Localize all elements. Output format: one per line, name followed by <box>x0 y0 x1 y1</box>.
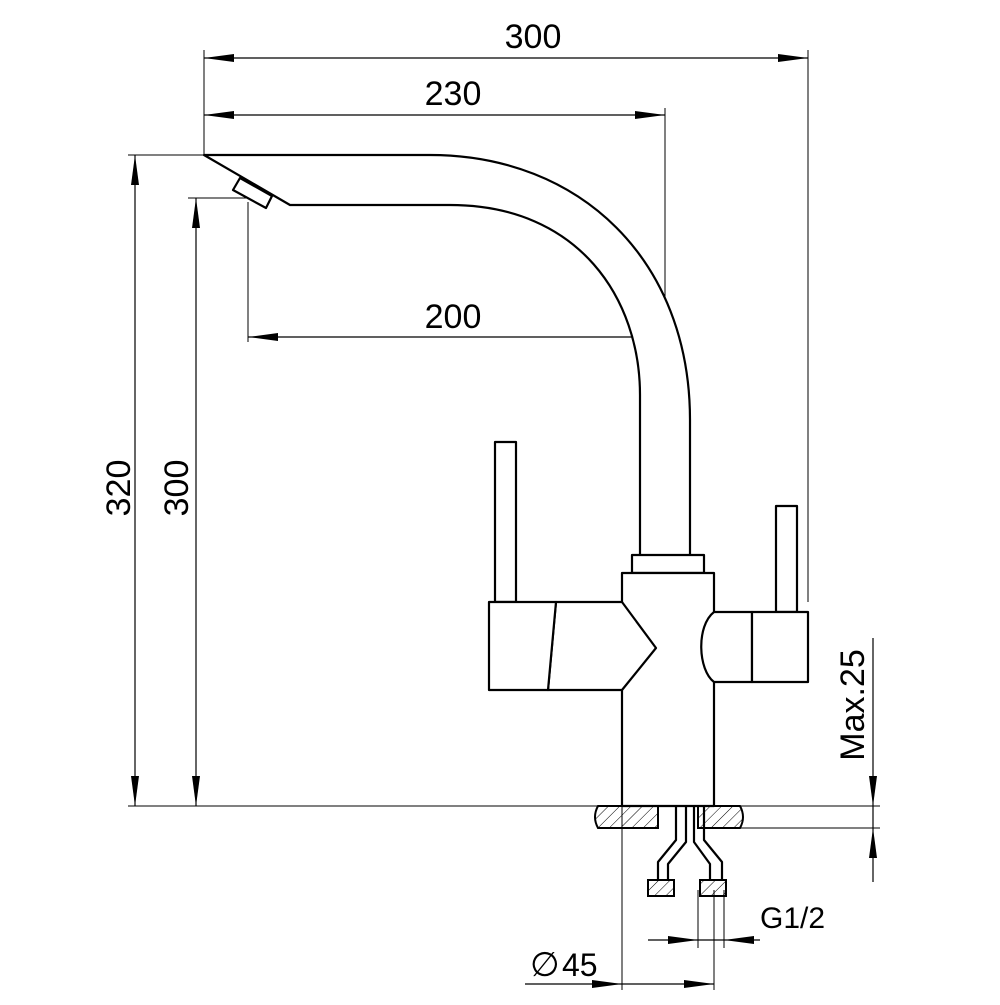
right-lever <box>774 504 799 614</box>
outlet-height-label: 300 <box>158 460 196 517</box>
dimension-outlet-reach: 200 <box>248 298 665 341</box>
supply-hoses <box>656 806 724 880</box>
spout-reach-label: 230 <box>425 75 482 113</box>
total-height-label: 320 <box>100 460 138 517</box>
right-hose-fitting <box>699 879 727 897</box>
right-knob <box>750 610 810 684</box>
dimension-base-diameter: ∅ 45 <box>525 946 714 988</box>
left-hose-fitting <box>647 879 675 897</box>
faucet <box>202 153 810 897</box>
outlet-reach-label: 200 <box>425 298 482 336</box>
dimension-outlet-height: 300 <box>158 198 200 806</box>
diameter-symbol: ∅ <box>530 946 560 984</box>
overall-width-label: 300 <box>505 18 562 56</box>
max-thickness-label: Max.25 <box>834 649 872 761</box>
base-diameter-label: 45 <box>562 947 598 983</box>
aerator <box>231 176 274 210</box>
sink-deck-left <box>594 805 659 829</box>
spout-collar <box>630 553 706 575</box>
right-arm <box>700 610 754 684</box>
dimension-thread: G1/2 <box>648 902 825 944</box>
dimension-spout-reach: 230 <box>204 75 665 119</box>
dimension-overall-width: 300 <box>204 18 808 62</box>
left-lever <box>493 440 518 604</box>
left-knob <box>487 600 558 692</box>
dimension-max-thickness: Max.25 <box>834 638 877 882</box>
faucet-body <box>620 571 716 808</box>
thread-label: G1/2 <box>760 902 825 935</box>
dimension-total-height: 320 <box>100 155 139 806</box>
spout <box>202 153 692 560</box>
sink-deck-right <box>697 805 744 829</box>
